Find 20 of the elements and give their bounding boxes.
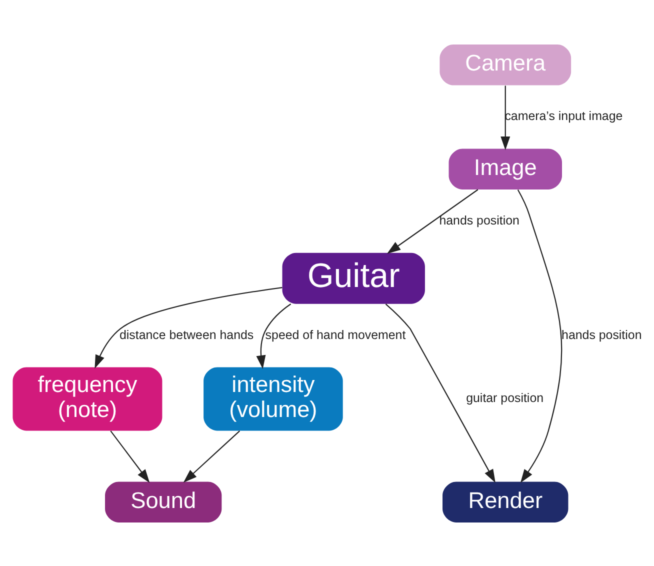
edge-label: hands position: [562, 327, 642, 342]
edge-label: distance between hands: [119, 327, 254, 342]
arrow: [500, 85, 510, 150]
arrow: [110, 430, 150, 482]
node-box: Guitar: [282, 252, 425, 304]
node-box: Render: [442, 481, 568, 522]
arrow: [386, 188, 478, 254]
node-box: intensity (volume): [204, 366, 343, 430]
edge-label: speed of hand movement: [265, 327, 406, 342]
node-box: Camera: [440, 44, 572, 85]
edge-label: hands position: [439, 212, 520, 227]
arrow: [183, 430, 240, 482]
node-box: Sound: [105, 481, 222, 522]
arrow: [517, 189, 562, 482]
arrow: [94, 286, 282, 368]
edge-label: guitar position: [466, 390, 544, 405]
arrow: [385, 303, 496, 482]
node-box: frequency (note): [12, 366, 162, 430]
arrow: [256, 303, 292, 368]
node-box: Image: [448, 148, 562, 189]
